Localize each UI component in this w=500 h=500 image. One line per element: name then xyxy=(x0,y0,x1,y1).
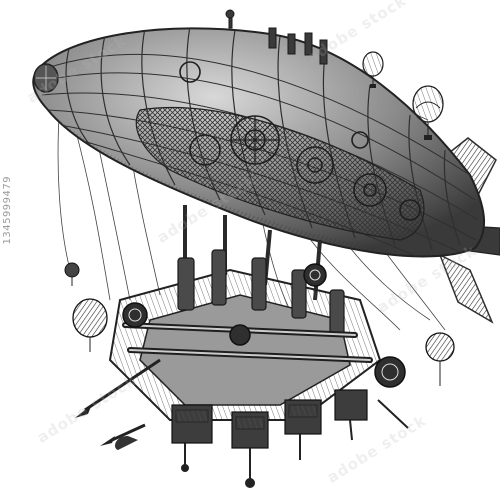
stock-image-id: 1345999479 xyxy=(2,175,13,245)
balloon-left-large xyxy=(72,298,108,352)
balloon-top xyxy=(362,51,384,88)
engine-gondola xyxy=(75,205,409,488)
smokestacks xyxy=(225,9,328,65)
balloon-right-low xyxy=(425,332,455,386)
balloon-bottom-left xyxy=(115,436,138,450)
hot-air-balloons xyxy=(64,51,455,450)
balloon-right xyxy=(412,85,444,140)
balloon-left-small xyxy=(64,262,80,286)
